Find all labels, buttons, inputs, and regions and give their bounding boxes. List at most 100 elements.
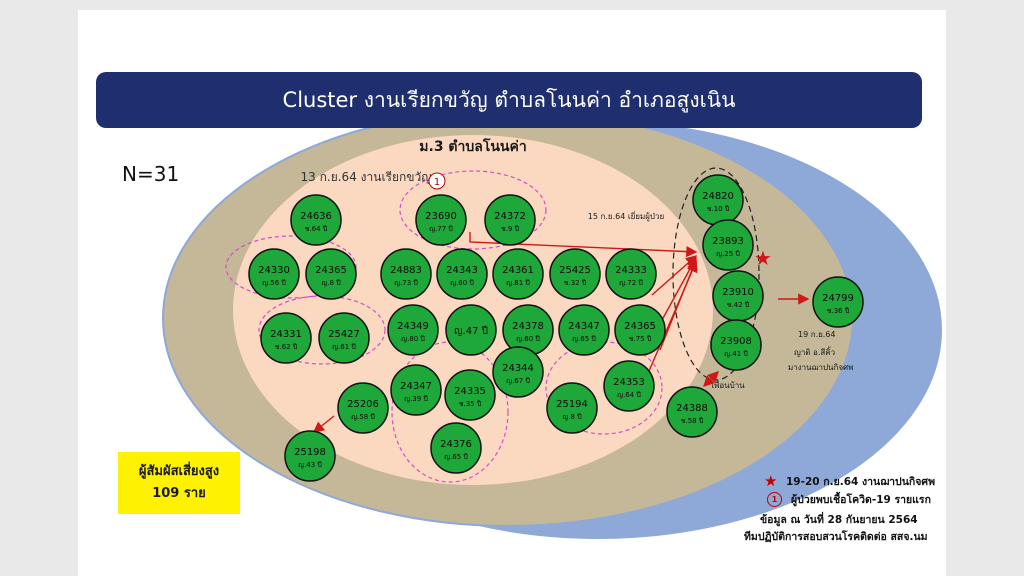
case-nodes: 24636 ช.64 ปี 23690 ญ.77 ปี 24372 ช.9 ปี 24330… <box>248 174 864 482</box>
case-id: 24347 <box>568 321 600 332</box>
case-detail: ญ.65 ปี <box>444 453 468 461</box>
case-detail: ญ.72 ปี <box>619 279 643 287</box>
legend-funeral-text: 19-20 ก.ย.64 งานฌาปนกิจศพ <box>786 475 935 488</box>
case-node: 25206 ญ.58 ปี <box>337 382 389 434</box>
case-circle <box>390 364 442 416</box>
case-node: 25425 ช.32 ปี <box>549 248 601 300</box>
case-node: 24353 ญ.64 ปี <box>603 360 655 412</box>
case-node: 24331 ช.62 ปี <box>260 312 312 364</box>
case-circle <box>380 248 432 300</box>
case-circle <box>318 312 370 364</box>
case-detail: ญ.61 ปี <box>332 343 356 351</box>
case-detail: ช.62 ปี <box>275 343 298 351</box>
case-node: ญ.47 ปี <box>445 304 497 356</box>
group-event-ellipse <box>399 170 547 250</box>
case-id: 25425 <box>559 265 591 276</box>
case-id: 24344 <box>502 363 534 374</box>
neighbor-label: เพื่อนบ้าน <box>711 379 745 390</box>
first-case-marker <box>428 172 446 190</box>
case-detail: ช.58 ปี <box>681 417 704 425</box>
case-id: 25206 <box>347 399 379 410</box>
visit-arrow <box>469 232 698 258</box>
case-id: 24361 <box>502 265 534 276</box>
case-circle <box>445 304 497 356</box>
n-count-label: N=31 <box>122 162 180 186</box>
case-node: 25427 ญ.61 ปี <box>318 312 370 364</box>
case-circle <box>549 248 601 300</box>
case-circle <box>484 194 536 246</box>
title-banner: Cluster งานเรียกขวัญ ตำบลโนนค่า อำเภอสูง… <box>96 72 922 128</box>
case-detail: ญ.39 ปี <box>404 395 428 403</box>
case-circle <box>444 369 496 421</box>
case-detail: ญ.64 ปี <box>617 391 641 399</box>
case-detail: ช.64 ปี <box>305 225 328 233</box>
case-id: 23910 <box>722 287 754 298</box>
village-label: ม.3 ตำบลโนนค่า <box>419 137 526 155</box>
case-node: 24883 ญ.73 ปี <box>380 248 432 300</box>
contacts-line2: 109 ราย <box>152 486 206 501</box>
spread-arrow-4 <box>645 260 698 379</box>
case-detail: ญ.58 ปี <box>351 413 375 421</box>
case-id: 24883 <box>390 265 422 276</box>
legend: ★ 19-20 ก.ย.64 งานฌาปนกิจศพ 1 ผู้ป่วยพบเ… <box>764 472 935 508</box>
case-id: 24330 <box>258 265 290 276</box>
first-case-marker-label: 1 <box>434 177 440 188</box>
case-id: 24331 <box>270 329 302 340</box>
case-circle <box>710 319 762 371</box>
case-detail: ช.36 ปี <box>827 307 850 315</box>
footnote-date: ข้อมูล ณ วันที่ 28 กันยายน 2564 <box>760 514 918 526</box>
case-detail: ช.32 ปี <box>564 279 587 287</box>
case-circle <box>436 248 488 300</box>
case-node: 23690 ญ.77 ปี <box>415 194 467 246</box>
case-id: 24353 <box>613 377 645 388</box>
case-node: 24333 ญ.72 ปี <box>605 248 657 300</box>
case-node: 24361 ญ.81 ปี <box>492 248 544 300</box>
case-detail: ช.35 ปี <box>459 400 482 408</box>
neighbor-arrow-back <box>703 371 719 387</box>
case-circle <box>614 304 666 356</box>
case-node: 24347 ญ.65 ปี <box>558 304 610 356</box>
legend-item-first-case: 1 ผู้ป่วยพบเชื้อโควิด-19 รายแรก <box>764 490 935 508</box>
case-id: 24349 <box>397 321 429 332</box>
circle-one-icon: 1 <box>767 491 782 507</box>
case-id: 24333 <box>615 265 647 276</box>
case-detail: ญ.73 ปี <box>394 279 418 287</box>
case-circle <box>558 304 610 356</box>
case-detail: ญ.65 ปี <box>572 335 596 343</box>
case-id: 24378 <box>512 321 544 332</box>
case-circle <box>337 382 389 434</box>
case-circle <box>387 304 439 356</box>
case-detail: ญ.41 ปี <box>724 350 748 358</box>
case-circle <box>702 219 754 271</box>
case-id: 24636 <box>300 211 332 222</box>
case-detail: ญ.8 ปี <box>321 279 341 287</box>
case-detail: ญ.81 ปี <box>506 279 530 287</box>
page-title: Cluster งานเรียกขวัญ ตำบลโนนค่า อำเภอสูง… <box>282 87 736 112</box>
slide: ★ ม.3 ตำบลโนนค่า 13 ก.ย.64 งานเรียกขวัญ … <box>78 10 946 576</box>
funeral-note-line1: 19 ก.ย.64 <box>798 330 836 339</box>
case-detail: ญ.47 ปี <box>454 325 488 337</box>
case-circle <box>260 312 312 364</box>
case-detail: ญ.60 ปี <box>516 335 540 343</box>
case-detail: ญ.43 ปี <box>298 461 322 469</box>
case-id: 23690 <box>425 211 457 222</box>
case-detail: ช.9 ปี <box>501 225 520 233</box>
star-icon: ★ <box>754 246 772 270</box>
legend-first-case-text: ผู้ป่วยพบเชื้อโควิด-19 รายแรก <box>791 493 931 506</box>
case-detail: ญ.77 ปี <box>429 225 453 233</box>
footnote: ข้อมูล ณ วันที่ 28 กันยายน 2564 ทีมปฏิบั… <box>744 512 928 546</box>
case-node: 23910 ช.42 ปี <box>712 270 764 322</box>
case-id: 24372 <box>494 211 526 222</box>
case-id: 25427 <box>328 329 360 340</box>
case-detail: ช.42 ปี <box>727 301 750 309</box>
case-id: 24799 <box>822 293 854 304</box>
event-label: 13 ก.ย.64 งานเรียกขวัญ <box>301 170 432 184</box>
